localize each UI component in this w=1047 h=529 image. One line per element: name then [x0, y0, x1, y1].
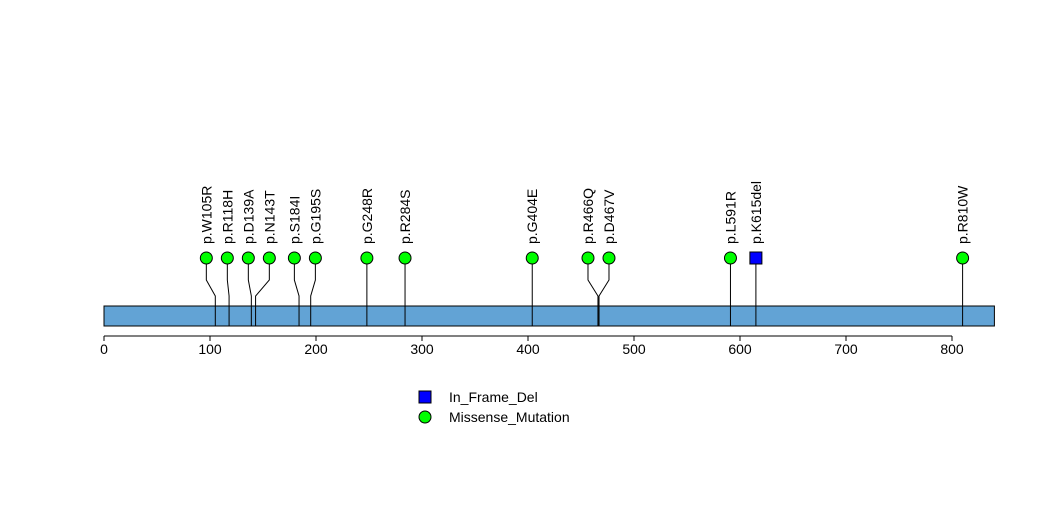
mutation-stem	[226, 258, 230, 326]
mutation-head-circle	[262, 251, 276, 265]
mutation-head-circle	[308, 251, 322, 265]
mutation-label: p.R284S	[397, 190, 413, 244]
mutation-label: p.N143T	[261, 190, 277, 244]
mutation-head-square	[749, 251, 763, 265]
mutation-head-circle	[241, 251, 255, 265]
mutation-label: p.G195S	[307, 189, 323, 244]
mutation-head-circle	[287, 251, 301, 265]
mutation-head-circle	[581, 251, 595, 265]
mutation-label: p.R118H	[219, 190, 235, 244]
x-tick-label: 300	[410, 341, 434, 357]
x-tick-label: 200	[304, 341, 328, 357]
mutation-label: p.R810W	[955, 185, 971, 244]
x-tick-label: 600	[728, 341, 752, 357]
mutation-head-circle	[723, 251, 737, 265]
mutation-label: p.K615del	[748, 181, 764, 244]
mutation-label: p.D139A	[240, 189, 256, 244]
legend-label: In_Frame_Del	[449, 389, 538, 405]
mutation-label: p.D467V	[601, 189, 617, 244]
mutation-stem	[247, 258, 252, 326]
x-tick-label: 700	[834, 341, 858, 357]
mutation-label: p.S184I	[286, 196, 302, 244]
mutation-stem	[598, 258, 610, 326]
mutation-stem	[310, 258, 316, 326]
legend-circle-icon	[418, 410, 432, 424]
mutation-head-circle	[398, 251, 412, 265]
x-tick-label: 0	[100, 341, 108, 357]
legend-label: Missense_Mutation	[449, 409, 570, 425]
x-tick-label: 100	[198, 341, 222, 357]
mutation-head-circle	[956, 251, 970, 265]
mutation-label: p.G248R	[359, 188, 375, 244]
mutation-head-circle	[525, 251, 539, 265]
x-tick-label: 400	[516, 341, 540, 357]
mutation-stem	[255, 258, 270, 326]
mutation-stem	[587, 258, 599, 326]
x-tick-label: 500	[622, 341, 646, 357]
mutation-label: p.R466Q	[580, 188, 596, 244]
mutation-label: p.L591R	[722, 191, 738, 244]
mutation-label: p.G404E	[524, 189, 540, 244]
x-tick-label: 800	[940, 341, 964, 357]
mutation-head-circle	[220, 251, 234, 265]
protein-bar	[103, 305, 995, 327]
legend-square-icon	[418, 390, 432, 404]
mutation-head-circle	[360, 251, 374, 265]
mutation-stem	[293, 258, 300, 326]
mutation-stem	[205, 258, 216, 326]
mutation-head-circle	[602, 251, 616, 265]
mutation-label: p.W105R	[198, 186, 214, 244]
mutation-head-circle	[199, 251, 213, 265]
